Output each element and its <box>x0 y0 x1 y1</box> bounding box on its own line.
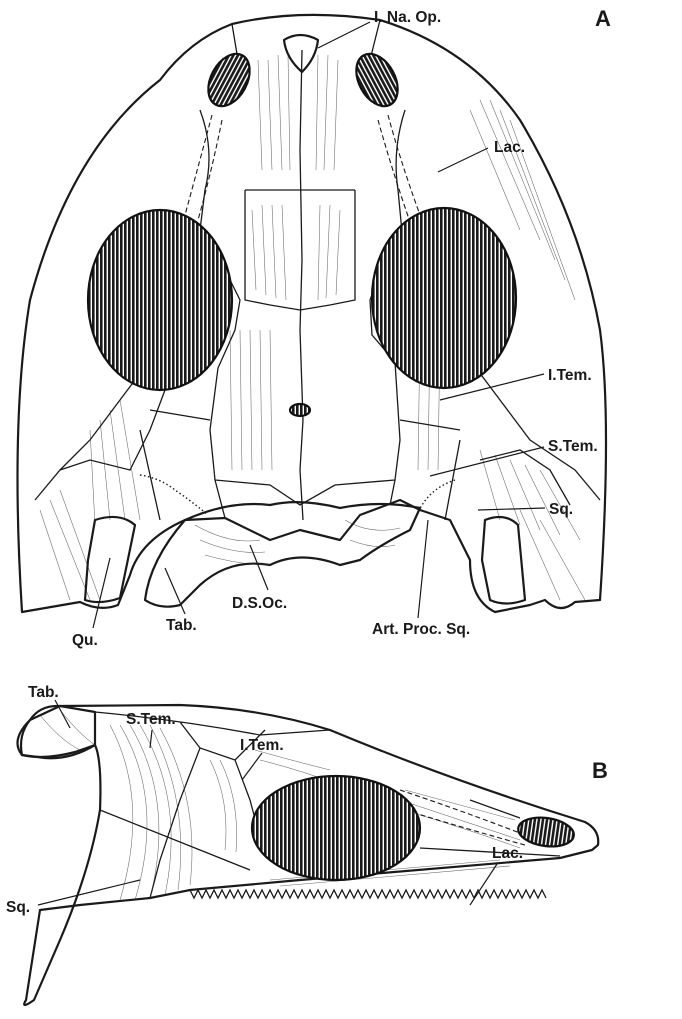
lateral-orbit <box>252 776 420 880</box>
label-b-i-tem: I.Tem. <box>240 737 284 754</box>
label-b-lac: Lac. <box>492 845 523 862</box>
label-d-s-oc: D.S.Oc. <box>232 595 287 612</box>
label-b-tab: Tab. <box>28 684 59 701</box>
panel-b-letter: B <box>592 758 608 783</box>
articular-process-outlines <box>140 475 455 520</box>
label-tab: Tab. <box>166 617 197 634</box>
occipital-band <box>145 502 420 607</box>
label-qu: Qu. <box>72 632 98 649</box>
label-s-tem: S.Tem. <box>548 438 598 455</box>
label-i-tem: I.Tem. <box>548 367 592 384</box>
lateral-naris <box>516 814 575 850</box>
label-i-na-op: I. Na. Op. <box>374 9 441 26</box>
dorsal-view-drawing <box>18 15 607 612</box>
tabular-process <box>21 706 95 758</box>
right-orbit <box>372 208 516 388</box>
panel-a-letter: A <box>595 6 611 31</box>
label-b-s-tem: S.Tem. <box>126 711 176 728</box>
label-sq: Sq. <box>549 501 573 518</box>
label-art-proc-sq: Art. Proc. Sq. <box>372 621 470 638</box>
lacrimal-outlines <box>185 115 420 222</box>
median-nasal-opening <box>284 35 318 72</box>
left-naris <box>200 47 258 113</box>
median-suture <box>300 50 303 520</box>
marginal-teeth <box>190 890 546 898</box>
left-orbit <box>88 210 232 390</box>
right-naris <box>348 47 406 113</box>
right-quadrate <box>482 517 525 604</box>
label-b-sq: Sq. <box>6 899 30 916</box>
parietal-foramen <box>290 404 310 416</box>
label-lac: Lac. <box>494 139 525 156</box>
